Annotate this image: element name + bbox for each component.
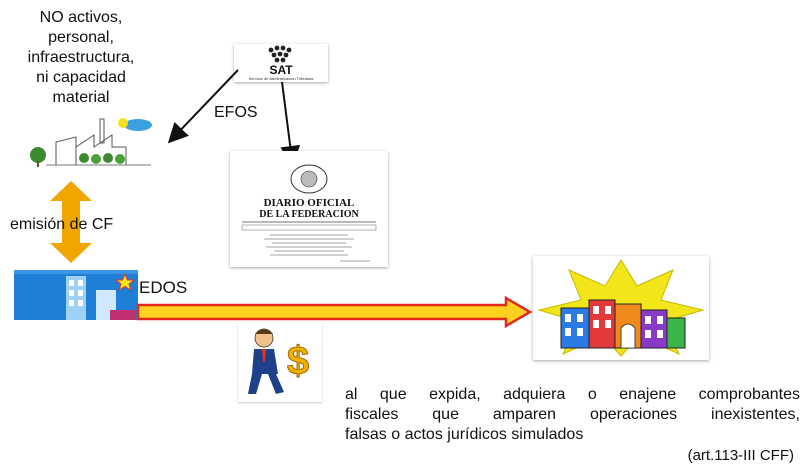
article-reference: (art.113-III CFF) (687, 447, 794, 464)
no-assets-line: NO activos, (39, 9, 123, 26)
sat-logo: SAT Servicio de Administración Tributari… (234, 44, 328, 82)
newspaper-icon: DIARIO OFICIAL DE LA FEDERACION (230, 151, 388, 267)
no-assets-line: personal, (48, 29, 114, 46)
description-line: fiscales que amparen operaciones inexist… (345, 406, 800, 423)
arrow-sat-to-dof (280, 81, 301, 166)
svg-text:$: $ (287, 339, 309, 383)
sat-logo-text: SAT (269, 63, 293, 77)
main-arrow (136, 296, 532, 328)
factory-sketch-icon (16, 107, 158, 177)
dof-title-1: DIARIO OFICIAL (264, 197, 355, 209)
shops-star-icon (533, 256, 709, 360)
no-assets-line: ni capacidad (36, 69, 126, 86)
description: al que expida, adquiera o enajene compro… (345, 385, 800, 445)
businessman-dollar-icon: $ (238, 322, 322, 402)
efos-label: EFOS (214, 104, 258, 121)
double-arrow (50, 181, 92, 263)
office-building-icon (14, 270, 138, 320)
no-assets-line: infraestructura, (27, 49, 135, 66)
description-line: falsas o actos jurídicos simulados (345, 426, 584, 443)
sat-logo-caption: Servicio de Administración Tributaria (249, 76, 314, 81)
no-assets-line: material (52, 89, 110, 106)
dof-title-2: DE LA FEDERACION (259, 209, 359, 220)
emision-label: emisión de CF (10, 216, 114, 233)
no-assets-note: NO activos, personal, infraestructura, n… (2, 8, 160, 108)
description-line: al que expida, adquiera o enajene compro… (345, 386, 800, 403)
arrow-sat-to-factory (167, 69, 239, 144)
edos-label: EDOS (139, 278, 188, 297)
